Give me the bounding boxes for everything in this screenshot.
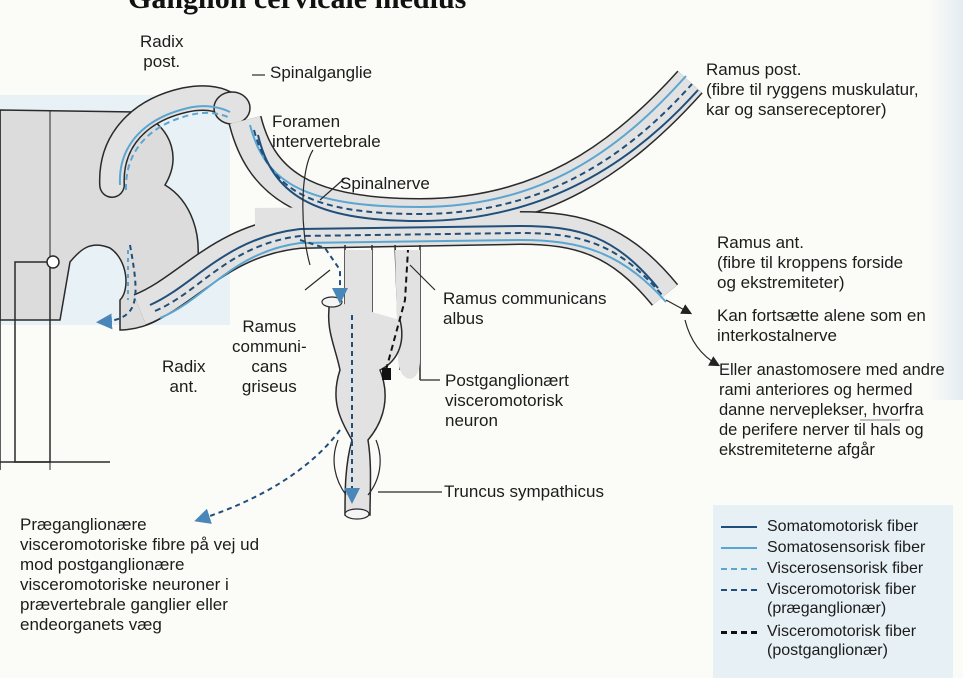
label-kan-fortsaette: Kan fortsætte alene som en interkostalne…: [717, 306, 926, 346]
legend-line-solid-dark: [721, 526, 757, 528]
legend-line-solid-light: [721, 547, 757, 549]
label-spinalganglie: Spinalganglie: [270, 63, 372, 83]
truncus-sympathicus-shape: [329, 300, 402, 515]
label-line: (fibre til ryggens muskulatur,: [706, 80, 919, 100]
label-ramus-ant: Ramus ant. (fibre til kroppens forside o…: [717, 233, 903, 293]
legend-line-dashed-light: [721, 568, 757, 570]
label-line: cans: [232, 357, 307, 377]
label-line: griseus: [232, 377, 307, 397]
legend-label: Somatosensorisk fiber: [767, 538, 925, 557]
label-line: mod postganglionære: [20, 555, 259, 575]
label-ramus-post: Ramus post. (fibre til ryggens muskulatu…: [706, 60, 919, 120]
label-line: Radix: [140, 32, 183, 52]
legend-label: Viscerosensorisk fiber: [767, 559, 923, 578]
legend-label: Visceromotorisk fiber: [767, 622, 916, 641]
label-line: Ramus: [232, 317, 307, 337]
legend-sublabel: (præganglionær): [767, 599, 886, 618]
label-line: intervertebrale: [272, 132, 381, 152]
sympathetic-trunk: [322, 245, 420, 519]
label-line: interkostalnerve: [717, 326, 926, 346]
label-line: prævertebrale ganglier eller: [20, 595, 259, 615]
label-truncus-sympathicus: Truncus sympathicus: [444, 482, 604, 502]
label-radix-post: Radix post.: [140, 32, 183, 72]
label-line: albus: [443, 309, 606, 329]
label-eller-anastomosere: Eller anastomosere med andre rami anteri…: [719, 360, 945, 460]
label-line: Ramus ant.: [717, 233, 903, 253]
label-line: Ramus post.: [706, 60, 919, 80]
legend-label: Visceromotorisk fiber: [767, 580, 916, 599]
label-radix-ant: Radix ant.: [162, 357, 205, 397]
label-line: Foramen: [272, 112, 381, 132]
central-canal: [47, 256, 59, 268]
label-line: ant.: [162, 377, 205, 397]
label-line: Eller anastomosere med andre: [719, 360, 945, 380]
label-ramus-communicans-griseus: Ramus communi- cans griseus: [232, 317, 307, 397]
fiber-legend: Somatomotorisk fiber Somatosensorisk fib…: [713, 505, 953, 678]
label-line: Ramus communicans: [443, 289, 606, 309]
legend-line-dashed-dark: [721, 589, 757, 591]
label-postganglionaert: Postganglionært visceromotorisk neuron: [445, 371, 569, 431]
label-line: ekstremiteterne afgår: [719, 440, 945, 460]
label-line: og ekstremiteter): [717, 273, 903, 293]
label-line: danne nerveplekser, hvorfra: [719, 400, 945, 420]
legend-line-dashed-black: [721, 631, 757, 634]
label-line: Kan fortsætte alene som en: [717, 306, 926, 326]
label-line: de perifere nerver til hals og: [719, 420, 945, 440]
label-line: visceromotoriske neuroner i: [20, 575, 259, 595]
label-line: visceromotoriske fibre på vej ud: [20, 535, 259, 555]
label-line: neuron: [445, 411, 569, 431]
label-line: rami anteriores og hermed: [719, 380, 945, 400]
label-line: Præganglionære: [20, 515, 259, 535]
legend-label: Somatomotorisk fiber: [767, 517, 918, 536]
label-line: endeorganets væg: [20, 615, 259, 635]
label-line: Radix: [162, 357, 205, 377]
label-ramus-communicans-albus: Ramus communicans albus: [443, 289, 606, 329]
label-spinalnerve: Spinalnerve: [340, 174, 430, 194]
label-line: kar og sansereceptorer): [706, 100, 919, 120]
label-line: Postganglionært: [445, 371, 569, 391]
label-line: post.: [140, 52, 183, 72]
label-line: visceromotorisk: [445, 391, 569, 411]
label-foramen: Foramen intervertebrale: [272, 112, 381, 152]
legend-sublabel: (postganglionær): [767, 641, 888, 660]
label-praeganglionaere: Præganglionære visceromotoriske fibre på…: [20, 515, 259, 635]
label-line: (fibre til kroppens forside: [717, 253, 903, 273]
label-line: communi-: [232, 337, 307, 357]
